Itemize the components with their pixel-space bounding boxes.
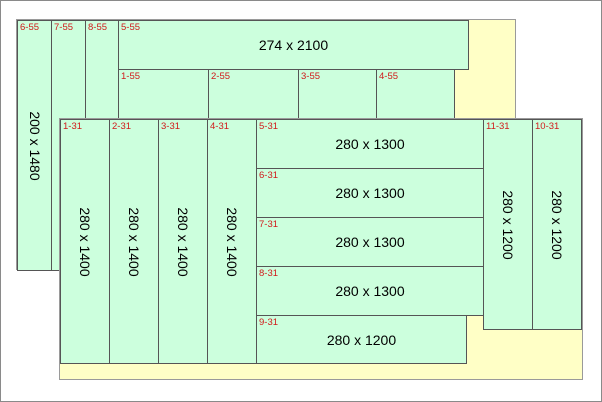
piece-id-label: 4-31	[210, 121, 230, 132]
piece-2-31[interactable]: 2-31 280 x 1400	[109, 119, 159, 364]
piece-dimension-label: 280 x 1200	[549, 189, 565, 260]
piece-dimension-label: 280 x 1300	[335, 283, 405, 299]
piece-id-label: 1-31	[63, 121, 83, 132]
piece-id-label: 5-55	[121, 22, 141, 33]
piece-dimension-label: 280 x 1400	[224, 206, 240, 277]
piece-5-55[interactable]: 5-55 274 x 2100	[118, 20, 469, 70]
piece-7-31[interactable]: 7-31 280 x 1300	[256, 217, 484, 267]
piece-id-label: 8-31	[259, 268, 279, 279]
sheet-2: 1-31 280 x 1400 2-31 280 x 1400 3-31 280…	[59, 118, 583, 380]
piece-id-label: 11-31	[486, 121, 510, 132]
piece-id-label: 4-55	[379, 71, 399, 82]
piece-id-label: 2-31	[112, 121, 132, 132]
piece-id-label: 10-31	[535, 121, 560, 132]
piece-dimension-label: 280 x 1300	[335, 136, 405, 152]
piece-id-label: 8-55	[88, 22, 108, 33]
piece-5-31[interactable]: 5-31 280 x 1300	[256, 119, 484, 169]
piece-dimension-label: 280 x 1200	[326, 331, 397, 348]
piece-id-label: 1-55	[121, 71, 141, 82]
piece-dimension-label: 280 x 1300	[335, 234, 405, 250]
piece-1-31[interactable]: 1-31 280 x 1400	[60, 119, 110, 364]
piece-id-label: 2-55	[211, 71, 231, 82]
piece-id-label: 6-31	[259, 170, 279, 181]
piece-4-31[interactable]: 4-31 280 x 1400	[207, 119, 257, 364]
piece-dimension-label: 274 x 2100	[258, 37, 329, 53]
piece-6-31[interactable]: 6-31 280 x 1300	[256, 168, 484, 218]
piece-8-31[interactable]: 8-31 280 x 1300	[256, 266, 484, 316]
piece-6-55[interactable]: 6-55 200 x 1480	[17, 20, 52, 271]
piece-id-label: 6-55	[20, 22, 40, 33]
piece-dimension-label: 280 x 1200	[500, 189, 516, 260]
piece-dimension-label: 280 x 1300	[335, 185, 405, 201]
piece-id-label: 3-31	[161, 121, 181, 132]
piece-3-31[interactable]: 3-31 280 x 1400	[158, 119, 208, 364]
piece-id-label: 7-31	[259, 219, 279, 230]
piece-dimension-label: 280 x 1400	[175, 206, 191, 277]
piece-9-31[interactable]: 9-31 280 x 1200	[256, 315, 467, 364]
piece-id-label: 5-31	[259, 121, 279, 132]
piece-dimension-label: 280 x 1400	[77, 206, 93, 277]
piece-10-31[interactable]: 10-31 280 x 1200	[532, 119, 582, 330]
piece-dimension-label: 200 x 1480	[26, 110, 43, 181]
piece-11-31[interactable]: 11-31 280 x 1200	[483, 119, 533, 330]
piece-id-label: 9-31	[259, 317, 279, 328]
piece-id-label: 7-55	[54, 22, 74, 33]
piece-dimension-label: 280 x 1400	[126, 206, 142, 277]
piece-id-label: 3-55	[301, 71, 321, 82]
